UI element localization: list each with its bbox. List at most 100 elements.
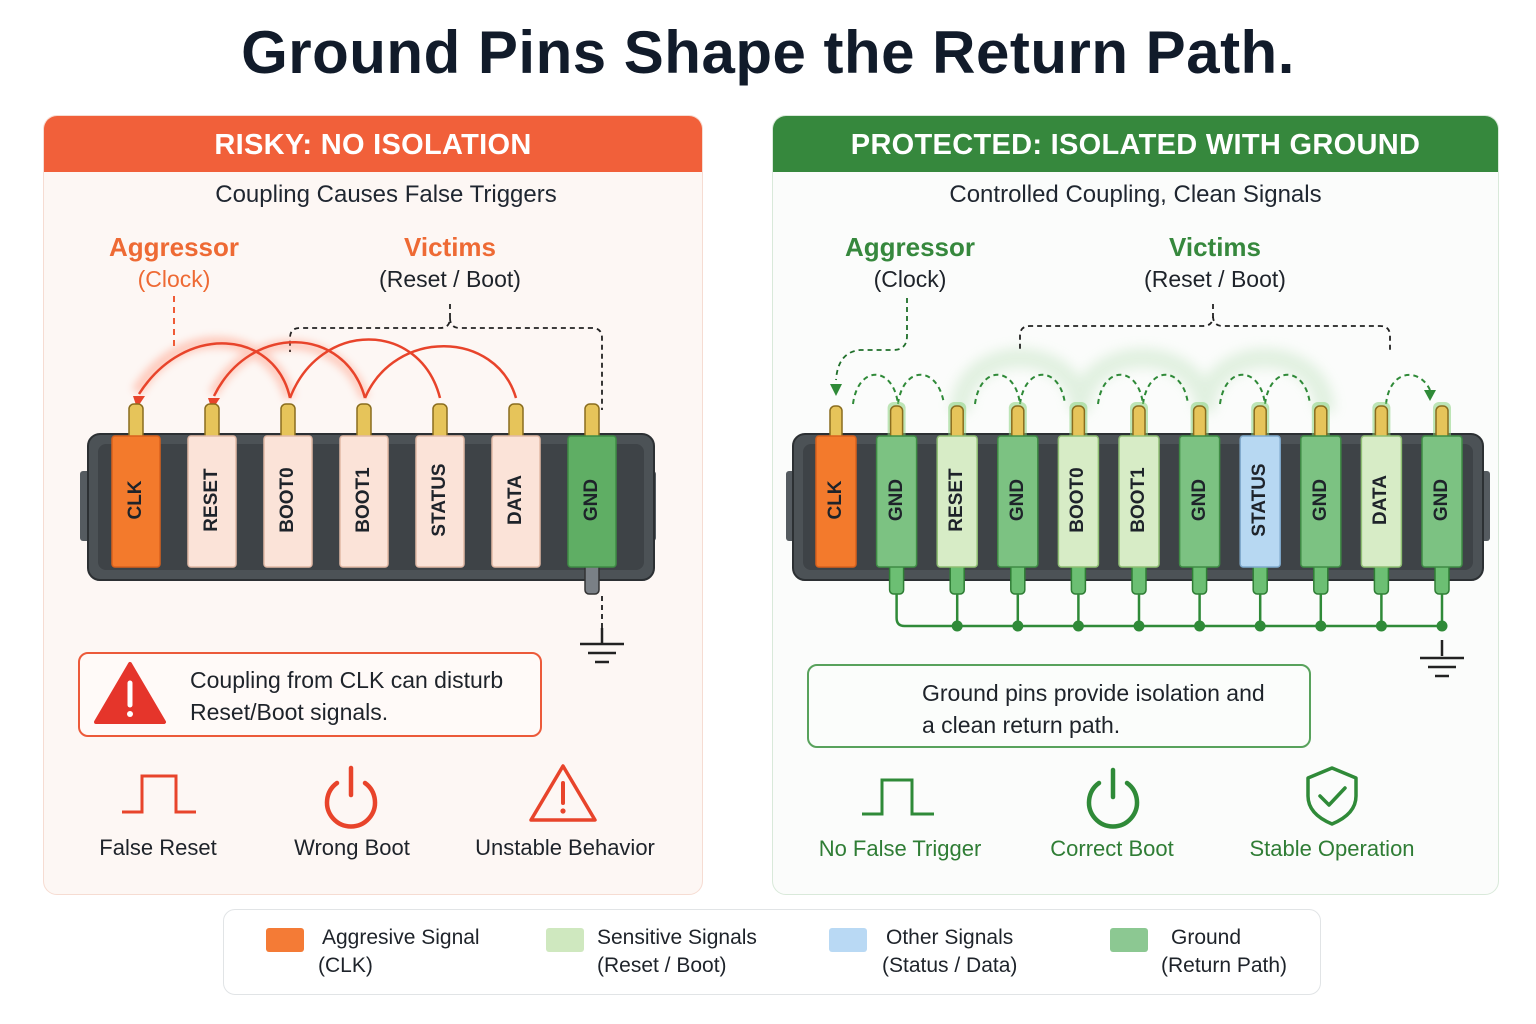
- legend-swatch: [546, 928, 584, 952]
- bus-node: [1254, 620, 1266, 632]
- pin-body: [936, 435, 978, 568]
- protected-victims-bracket: [1019, 304, 1391, 352]
- pin-body: [187, 435, 237, 568]
- power-icon: [324, 765, 378, 829]
- ground-bus: [895, 594, 1448, 632]
- pin-label: GND: [1309, 478, 1331, 522]
- bus-node: [951, 620, 963, 632]
- bus-node: [1194, 620, 1206, 632]
- shield-check-icon: [1306, 766, 1358, 826]
- protected-callout-line2: a clean return path.: [922, 712, 1121, 738]
- pin-lead: [1132, 405, 1146, 441]
- pin-body: [1300, 435, 1342, 568]
- pin-body: [415, 435, 465, 568]
- pin-label: BOOT1: [353, 467, 374, 533]
- pin-lead: [280, 403, 296, 441]
- coupling-arc: [137, 342, 292, 399]
- coupling-arc: [288, 338, 442, 399]
- pin-body: [339, 435, 389, 568]
- page-title: Ground Pins Shape the Return Path.: [241, 19, 1295, 86]
- pin-label: GND: [1006, 478, 1028, 522]
- pin-label: STATUS: [1249, 463, 1271, 537]
- pin-body: [815, 435, 857, 568]
- pin-label: RESET: [946, 468, 968, 532]
- effect-label: Unstable Behavior: [475, 835, 655, 860]
- pin-label: DATA: [505, 475, 526, 525]
- legend-label: Other Signals: [886, 926, 1014, 949]
- pin-lead: [584, 403, 600, 441]
- protected-aggressor-pointer: [835, 298, 908, 381]
- risky-victims-sub: (Reset / Boot): [379, 266, 521, 292]
- pin-label: BOOT0: [1067, 467, 1089, 533]
- pin-body: [567, 435, 617, 568]
- pulse-icon: [122, 774, 196, 814]
- bus-node: [1133, 620, 1145, 632]
- pin-body: [111, 435, 161, 568]
- pin-body: [491, 435, 541, 568]
- risky-ground-symbol: [580, 596, 624, 664]
- effect-label: Stable Operation: [1249, 836, 1415, 861]
- legend-label: Sensitive Signals: [597, 926, 757, 949]
- bus-node: [1436, 620, 1448, 632]
- pin-body: [1360, 435, 1403, 568]
- coupling-arc: [363, 345, 518, 399]
- bus-node: [1072, 620, 1084, 632]
- pin-lead: [1253, 405, 1267, 441]
- protected-callout-line1: Ground pins provide isolation and: [922, 680, 1265, 706]
- pin-lead: [889, 405, 904, 441]
- pin-lead: [128, 403, 144, 441]
- pin-label: GND: [885, 478, 907, 522]
- risky-callout-line1: Coupling from CLK can disturb: [190, 667, 504, 693]
- pin-label: GND: [1188, 478, 1210, 522]
- pin-body: [263, 435, 313, 568]
- pin-lead: [1192, 405, 1207, 441]
- pin-lead: [508, 403, 524, 441]
- pin-lead: [1435, 405, 1449, 441]
- protected-ground-symbol: [1420, 640, 1464, 678]
- legend-sub: (Reset / Boot): [597, 954, 727, 977]
- pin-lead: [1071, 405, 1086, 441]
- warning-icon: [529, 764, 597, 822]
- pin-body: [1178, 435, 1221, 568]
- effect-label: Correct Boot: [1050, 836, 1174, 861]
- risky-pins: [111, 403, 617, 595]
- pin-label: BOOT1: [1128, 467, 1149, 533]
- bus-node: [1012, 620, 1024, 632]
- protected-aggressor-label: Aggressor: [844, 232, 976, 262]
- power-icon: [1086, 767, 1140, 829]
- pin-body: [1057, 435, 1100, 568]
- risky-subtitle: Coupling Causes False Triggers: [215, 181, 557, 208]
- pulse-icon: [862, 778, 934, 816]
- risky-panel-header: RISKY: NO ISOLATION: [44, 116, 702, 172]
- effect-label: False Reset: [99, 835, 217, 860]
- protected-pins: [815, 402, 1463, 595]
- legend-label: Ground: [1171, 926, 1242, 949]
- protected-victims-sub: (Reset / Boot): [1144, 266, 1286, 292]
- protected-callout: [807, 664, 1311, 748]
- pin-label: GND: [581, 478, 602, 522]
- pin-body: [1239, 435, 1281, 568]
- protected-panel-header: PROTECTED: ISOLATED WITH GROUND: [773, 116, 1498, 172]
- risky-victims-bracket: [289, 304, 603, 410]
- pin-lead: [1011, 405, 1025, 441]
- pin-body: [1421, 435, 1463, 568]
- pin-body: [1118, 435, 1160, 568]
- effect-label: Wrong Boot: [294, 835, 410, 860]
- pin-label: DATA: [1370, 475, 1392, 525]
- pin-label: RESET: [201, 468, 222, 532]
- bus-line: [895, 594, 1442, 628]
- pin-label: CLK: [825, 480, 846, 520]
- protected-victims-label: Victims: [1168, 232, 1261, 262]
- effect-label: No False Trigger: [818, 836, 982, 861]
- pin-lead: [1314, 405, 1328, 441]
- risky-aggressor-label: Aggressor: [108, 232, 240, 262]
- risky-callout-line2: Reset/Boot signals.: [190, 699, 389, 725]
- pin-lead: [432, 403, 448, 441]
- pin-label: CLK: [125, 480, 146, 520]
- risky-aggressor-sub: (Clock): [137, 266, 211, 292]
- protected-aggressor-sub: (Clock): [873, 266, 947, 292]
- pin-label: STATUS: [429, 463, 450, 537]
- risky-victims-label: Victims: [403, 232, 496, 262]
- legend-sub: (CLK): [318, 954, 373, 977]
- legend-label: Aggresive Signal: [322, 926, 480, 949]
